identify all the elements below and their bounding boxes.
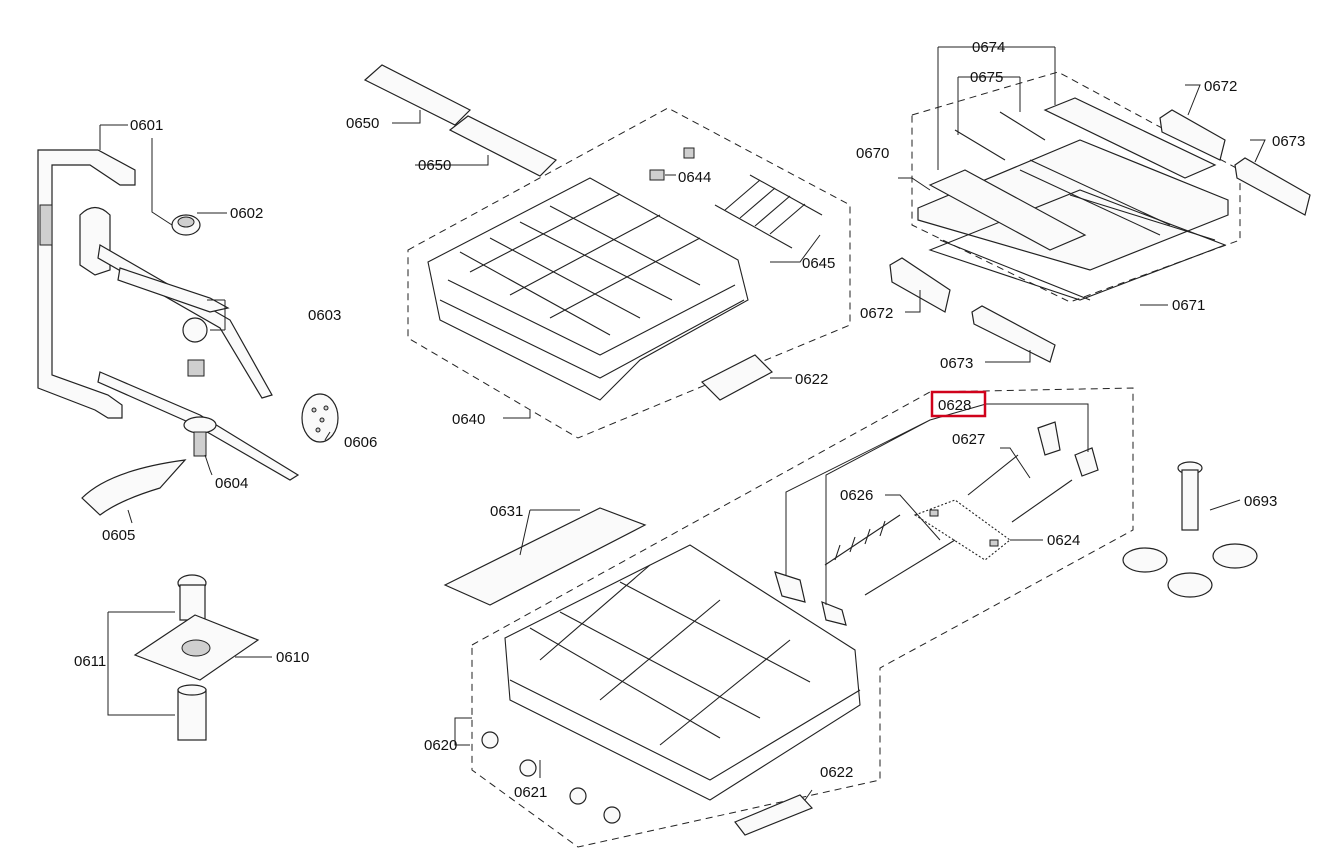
callout-0626: 0626 — [840, 487, 873, 504]
callout-0693: 0693 — [1244, 493, 1277, 510]
callout-0650-second: 0650 — [418, 157, 451, 174]
callout-0673-lower: 0673 — [940, 355, 973, 372]
spray-arm-upper — [79, 206, 273, 399]
callout-0622-lower: 0622 — [820, 764, 853, 781]
callout-0606: 0606 — [344, 434, 377, 451]
upper-rack-tines-0645 — [714, 174, 823, 249]
filter-disc-0606 — [301, 393, 339, 443]
callout-0675: 0675 — [970, 69, 1003, 86]
callout-0605: 0605 — [102, 527, 135, 544]
spray-nozzle-0693 — [1122, 461, 1258, 598]
upper-basket-group-outline — [407, 107, 851, 439]
tine-rack-0627 — [967, 454, 1073, 523]
clip-0644 — [649, 147, 695, 181]
callout-0673-upper: 0673 — [1272, 133, 1305, 150]
callout-0621: 0621 — [514, 784, 547, 801]
callout-0628: 0628 — [938, 397, 971, 414]
cutlery-tray-0650 — [363, 64, 558, 177]
tine-rows-0675 — [954, 111, 1171, 236]
third-rack-group-outline — [911, 71, 1241, 303]
filter-cover-0602 — [171, 214, 201, 236]
callout-0650-first: 0650 — [346, 115, 379, 132]
callout-0604: 0604 — [215, 475, 248, 492]
callout-0674: 0674 — [972, 39, 1005, 56]
handle-0622-upper — [700, 354, 773, 401]
sump-filter-0610 — [133, 574, 260, 741]
callout-0624: 0624 — [1047, 532, 1080, 549]
deflector-0605 — [81, 459, 187, 516]
callout-0628-highlight — [930, 390, 987, 418]
callout-0640: 0640 — [452, 411, 485, 428]
callout-0627: 0627 — [952, 431, 985, 448]
third-rack-0670 — [917, 139, 1229, 301]
callout-0611: 0611 — [74, 653, 106, 670]
lower-basket-0620 — [504, 544, 861, 801]
callout-0622-upper: 0622 — [795, 371, 828, 388]
callout-0620: 0620 — [424, 737, 457, 754]
end-cap-0672 — [889, 109, 1226, 313]
callout-0610: 0610 — [276, 649, 309, 666]
callout-0644: 0644 — [678, 169, 711, 186]
callout-0602: 0602 — [230, 205, 263, 222]
callout-0671: 0671 — [1172, 297, 1205, 314]
callout-0670: 0670 — [856, 145, 889, 162]
callout-0672-lower: 0672 — [860, 305, 893, 322]
clip-0624 — [913, 499, 1011, 561]
fold-tines-0626 — [824, 514, 956, 596]
upper-basket-0640 — [427, 177, 749, 401]
leader-lines — [99, 46, 1266, 801]
callout-0603: 0603 — [308, 307, 341, 324]
bracket-0628 — [774, 421, 1099, 626]
callout-0672-upper: 0672 — [1204, 78, 1237, 95]
spray-arm-lower-0604 — [97, 371, 300, 481]
cutlery-insert-0631 — [443, 507, 647, 606]
handle-0622-lower — [734, 794, 814, 836]
callout-0631: 0631 — [490, 503, 523, 520]
wheels-0621 — [481, 731, 621, 824]
rail-0673 — [971, 157, 1311, 363]
callout-0645: 0645 — [802, 255, 835, 272]
lower-basket-group-outline — [471, 387, 1134, 848]
supply-pipe-0601 — [37, 149, 136, 419]
third-rack-trays-0674 — [928, 97, 1217, 251]
callout-0601: 0601 — [130, 117, 163, 134]
